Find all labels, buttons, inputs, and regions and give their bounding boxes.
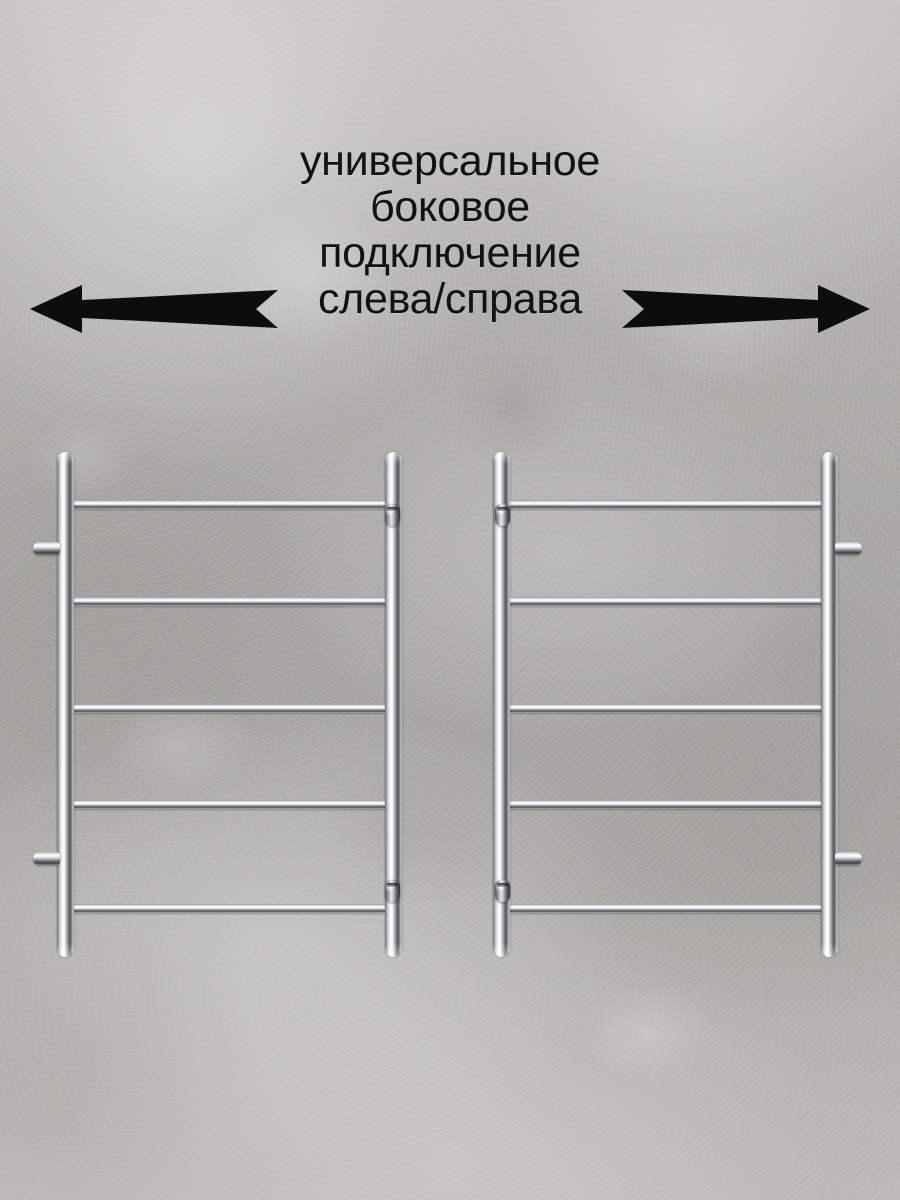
arrow-right-icon	[622, 281, 870, 337]
rung-4	[63, 800, 396, 809]
towel-rail-right-connection	[493, 452, 862, 957]
headline-text: универсальное боковое подключение слева/…	[299, 137, 601, 323]
rung-1	[499, 500, 832, 509]
rung-2	[499, 597, 832, 606]
vertical-post-right	[385, 452, 402, 957]
wall-mount-stub-top	[835, 542, 862, 555]
vertical-post-left	[493, 452, 510, 957]
vertical-post-right	[821, 452, 838, 957]
rung-1	[63, 500, 396, 509]
connector-fitting-top	[385, 504, 400, 526]
connector-fitting-bottom	[385, 880, 400, 902]
wall-mount-stub-bottom	[835, 852, 862, 865]
rung-3	[63, 704, 396, 713]
wall-mount-stub-top	[33, 542, 60, 555]
rung-5	[63, 904, 396, 913]
vertical-post-left	[57, 452, 74, 957]
arrow-left-icon	[30, 281, 278, 337]
rung-5	[499, 904, 832, 913]
wall-mount-stub-bottom	[33, 852, 60, 865]
rung-2	[63, 597, 396, 606]
connector-fitting-bottom	[495, 880, 510, 902]
rung-3	[499, 704, 832, 713]
towel-rail-left-connection	[33, 452, 402, 957]
connector-fitting-top	[495, 504, 510, 526]
rung-4	[499, 800, 832, 809]
